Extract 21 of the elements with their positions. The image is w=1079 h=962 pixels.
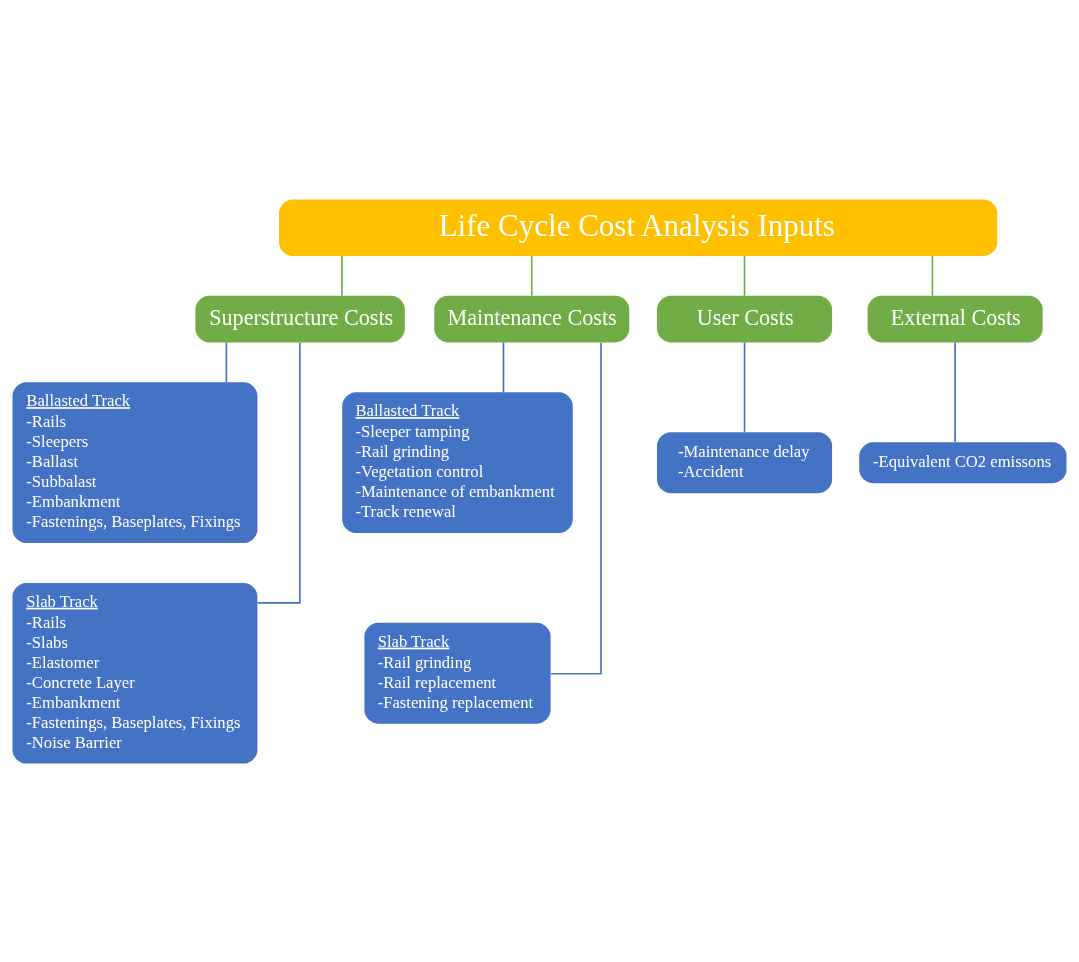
node-box: Superstructure Costs (195, 295, 405, 342)
connector (256, 341, 301, 604)
node-box: User Costs (657, 295, 833, 342)
node-box: Slab Track -Rails -Slabs -Elastomer -Concrete Layer -Embankment -Fastenings, Baseplates, Fixings -Noise Barrier (12, 582, 258, 764)
node-box: Life Cycle Cost Analysis Inputs (279, 198, 998, 256)
node-box: -Maintenance delay -Accident (657, 431, 833, 493)
node-box: Maintenance Costs (434, 295, 630, 342)
connector (931, 254, 934, 296)
connector (743, 254, 746, 296)
connector (550, 341, 602, 675)
connector (530, 254, 533, 296)
connector (225, 341, 228, 383)
node-box: -Equivalent CO2 emissons (859, 441, 1067, 483)
node-box: Slab Track -Rail grinding -Rail replacement -Fastening replacement (364, 622, 551, 724)
connector (743, 341, 746, 433)
node-box: Ballasted Track -Sleeper tamping -Rail grinding -Vegetation control -Maintenance of embankment -Track renewal (342, 391, 573, 533)
node-box: External Costs (867, 295, 1043, 342)
connector (502, 341, 505, 393)
connector (954, 341, 956, 443)
connector (341, 254, 343, 296)
node-box: Ballasted Track -Rails -Sleepers -Ballast -Subbalast -Embankment -Fastenings, Baseplates, Fixings (12, 381, 258, 543)
